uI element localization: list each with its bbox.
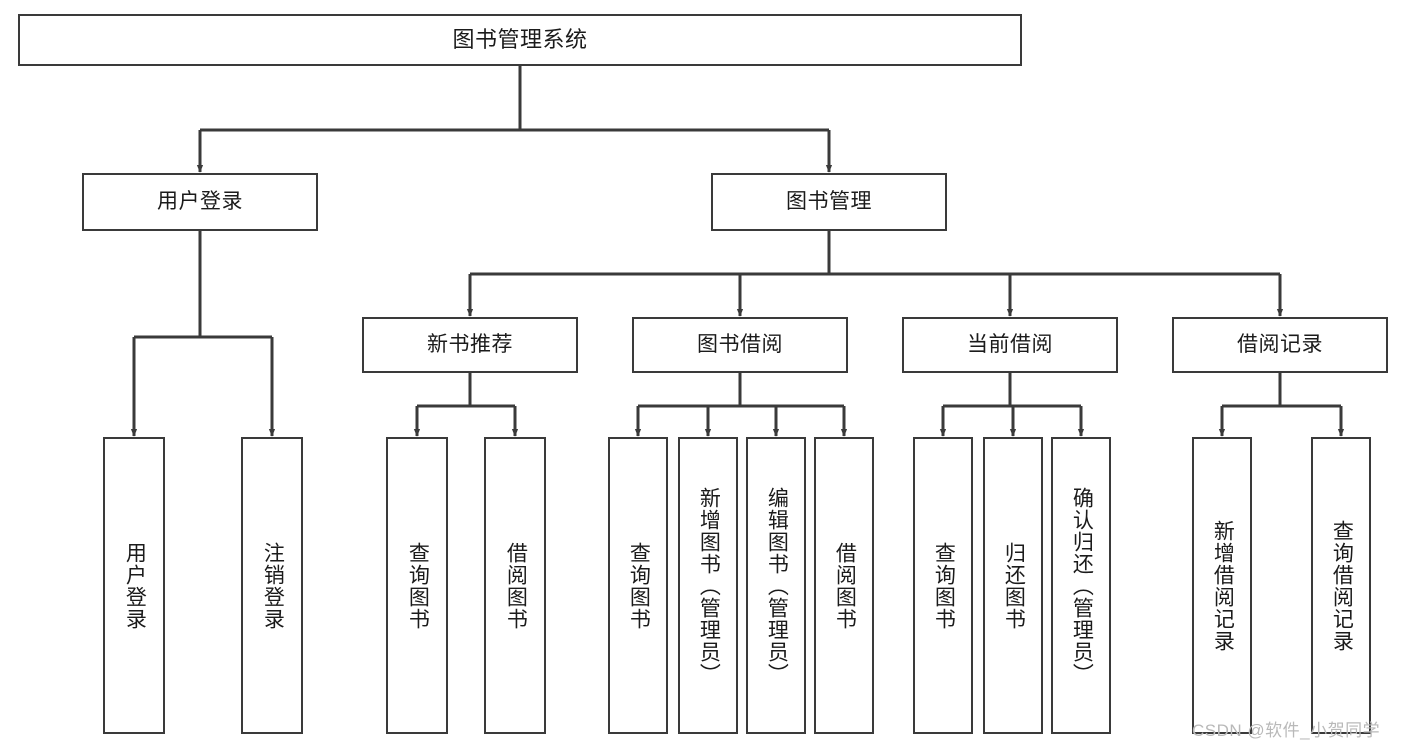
node-root[interactable]: 图书管理系统 xyxy=(18,14,1022,66)
watermark-text: CSDN @软件_小贺同学 xyxy=(1192,721,1381,740)
node-label: 当前借阅 xyxy=(967,332,1053,356)
node-leaf_user_login[interactable]: 用户登录 xyxy=(103,437,165,734)
node-label: 用户登录 xyxy=(157,189,243,213)
node-label: 借阅图书 xyxy=(504,541,528,630)
node-book_mgmt[interactable]: 图书管理 xyxy=(711,173,947,231)
node-label: 借阅记录 xyxy=(1237,332,1323,356)
node-leaf_query_book_b[interactable]: 查询图书 xyxy=(608,437,668,734)
node-borrow_record[interactable]: 借阅记录 xyxy=(1172,317,1388,373)
node-current_borrow[interactable]: 当前借阅 xyxy=(902,317,1118,373)
node-label: 归还图书 xyxy=(1002,541,1026,630)
node-label: 查询借阅记录 xyxy=(1330,519,1354,652)
node-leaf_return_book[interactable]: 归还图书 xyxy=(983,437,1043,734)
node-book_borrow[interactable]: 图书借阅 xyxy=(632,317,848,373)
node-label: 新书推荐 xyxy=(427,332,513,356)
node-label: 图书借阅 xyxy=(697,332,783,356)
node-label: 新增借阅记录 xyxy=(1211,519,1235,652)
node-label: 新增图书（管理员） xyxy=(697,486,721,685)
node-label: 确认归还（管理员） xyxy=(1070,486,1094,685)
node-leaf_user_logout[interactable]: 注销登录 xyxy=(241,437,303,734)
node-label: 编辑图书（管理员） xyxy=(765,486,789,685)
node-label: 图书管理系统 xyxy=(452,27,588,53)
node-label: 查询图书 xyxy=(932,541,956,630)
node-leaf_confirm_return[interactable]: 确认归还（管理员） xyxy=(1051,437,1111,734)
node-leaf_borrow_book_b[interactable]: 借阅图书 xyxy=(814,437,874,734)
node-leaf_query_book_c[interactable]: 查询图书 xyxy=(913,437,973,734)
node-leaf_borrow_book_a[interactable]: 借阅图书 xyxy=(484,437,546,734)
node-label: 用户登录 xyxy=(123,541,147,630)
node-leaf_query_book_a[interactable]: 查询图书 xyxy=(386,437,448,734)
node-new_book_rec[interactable]: 新书推荐 xyxy=(362,317,578,373)
node-leaf_add_book[interactable]: 新增图书（管理员） xyxy=(678,437,738,734)
node-label: 查询图书 xyxy=(627,541,651,630)
node-label: 借阅图书 xyxy=(833,541,857,630)
node-user_login[interactable]: 用户登录 xyxy=(82,173,318,231)
node-label: 注销登录 xyxy=(261,541,285,630)
node-label: 图书管理 xyxy=(786,189,872,213)
node-leaf_add_record[interactable]: 新增借阅记录 xyxy=(1192,437,1252,734)
node-leaf_edit_book[interactable]: 编辑图书（管理员） xyxy=(746,437,806,734)
node-leaf_query_record[interactable]: 查询借阅记录 xyxy=(1311,437,1371,734)
node-label: 查询图书 xyxy=(406,541,430,630)
